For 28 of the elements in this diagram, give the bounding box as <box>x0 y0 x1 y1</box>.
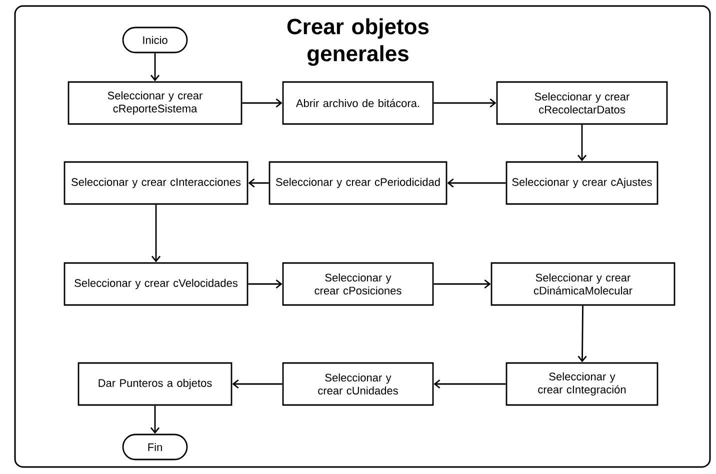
process-box: Abrir archivo de bitácora. <box>282 81 434 125</box>
process-box: Seleccionar y crear cIntegración <box>506 362 658 406</box>
arrow <box>248 178 269 188</box>
process-box: Seleccionar y crear cInteracciones <box>64 161 248 205</box>
process-box: Seleccionar y crear cAjustes <box>506 161 658 205</box>
process-box: Seleccionar y crear cPosiciones <box>282 262 434 306</box>
terminal-pill: Inicio <box>122 26 188 54</box>
process-box: Seleccionar y crear cPeriodicidad <box>268 161 448 205</box>
process-box: Seleccionar y crear cUnidades <box>282 362 434 406</box>
process-box: Dar Punteros a objetos <box>78 362 232 406</box>
process-box: Seleccionar y crear cVelocidades <box>64 262 248 306</box>
arrow <box>232 379 282 389</box>
arrow <box>434 98 496 108</box>
title: Crear objetos generales <box>287 18 429 66</box>
process-box: Seleccionar y crear cDinámicaMolecular <box>490 262 676 306</box>
process-box: Seleccionar y crear cRecolectarDatos <box>496 81 668 125</box>
arrow <box>434 279 491 289</box>
terminal-pill: Fin <box>122 434 188 460</box>
process-box: Seleccionar y crear cReporteSistema <box>68 81 242 125</box>
arrow <box>447 178 506 188</box>
arrow <box>577 124 587 162</box>
arrow <box>150 406 160 434</box>
arrow <box>434 379 506 389</box>
arrow <box>150 53 160 82</box>
arrow <box>151 204 161 262</box>
arrow <box>578 306 587 362</box>
arrow <box>242 98 282 108</box>
arrow <box>248 279 282 289</box>
